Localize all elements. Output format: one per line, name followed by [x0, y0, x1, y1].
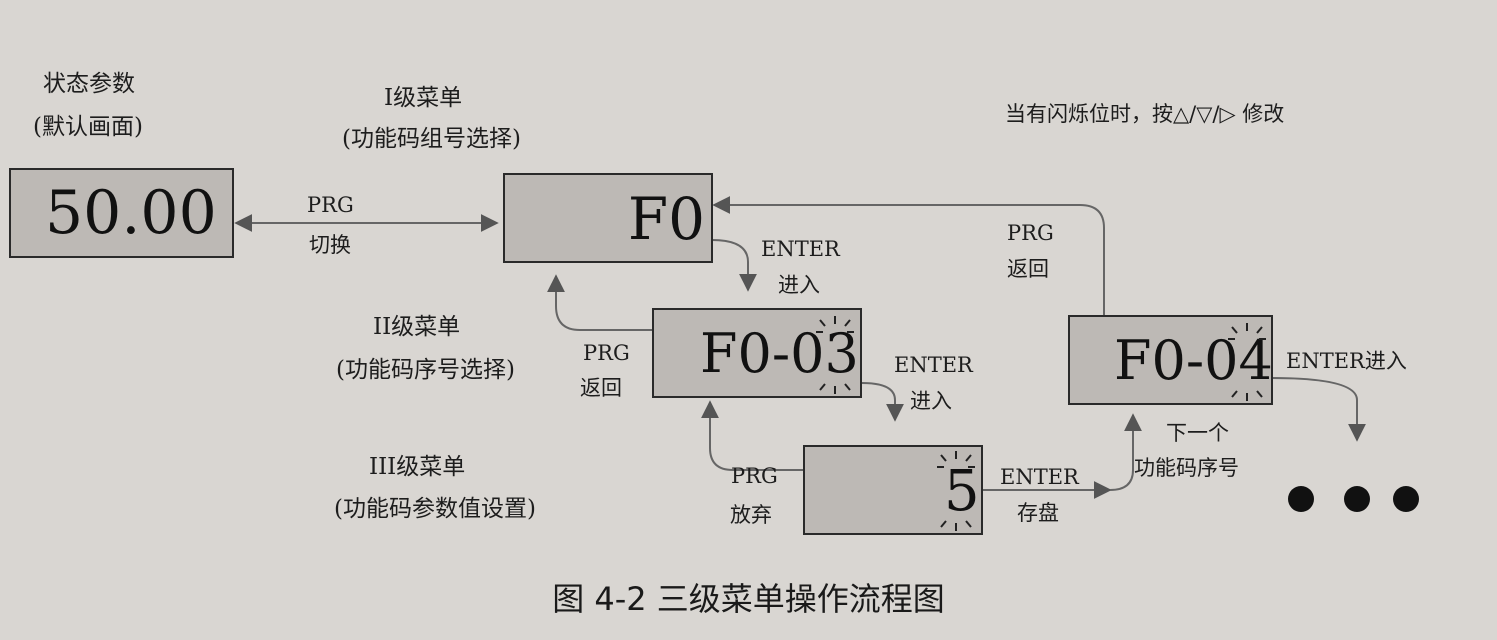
- enter-next-label: ENTER进入: [1286, 349, 1407, 373]
- blink-indicator-icon: [816, 316, 854, 394]
- status-display-value: 50.00: [45, 178, 217, 248]
- status-display-box: 50.00: [9, 168, 234, 258]
- ellipsis-dot: [1288, 486, 1314, 512]
- ellipsis-dot: [1393, 486, 1419, 512]
- level3-display-box: 5: [803, 445, 983, 535]
- level2-display-value: F0-03: [700, 322, 859, 385]
- prg-back-arrow-2: [712, 196, 1105, 315]
- prg-abandon-arrow: [701, 400, 803, 471]
- enter-save-action: 存盘: [1017, 501, 1059, 525]
- next-blink-digit: 4: [1238, 329, 1273, 392]
- prg-back2-action: 返回: [1007, 257, 1049, 281]
- enter-save-key: ENTER: [1000, 465, 1079, 489]
- prg-switch-action: 切换: [309, 233, 351, 257]
- next-display-value: F0-04: [1114, 329, 1273, 392]
- next-seq-line2: 功能码序号: [1134, 456, 1239, 480]
- status-param-subtitle: (默认画面): [33, 114, 143, 140]
- enter2-action: 进入: [910, 389, 952, 413]
- next-seq-arrow: [1109, 413, 1142, 491]
- enter1-action: 进入: [778, 273, 820, 297]
- level2-subtitle: (功能码序号选择): [336, 357, 515, 383]
- prg-switch-key: PRG: [307, 193, 354, 217]
- enter2-key: ENTER: [894, 353, 973, 377]
- prg-back2-key: PRG: [1007, 221, 1054, 245]
- level2-display-box: F0-03: [652, 308, 862, 398]
- modify-hint: 当有闪烁位时，按△/▽/▷ 修改: [1005, 102, 1285, 126]
- enter-next-arrow: [1271, 377, 1366, 442]
- next-display-box: F0-04: [1068, 315, 1273, 405]
- level1-display-box: F0: [503, 173, 713, 263]
- next-display-prefix: F0-0: [1114, 329, 1239, 392]
- level3-display-value: 5: [944, 459, 980, 524]
- prg-back1-action: 返回: [580, 376, 622, 400]
- figure-caption: 图 4-2 三级菜单操作流程图: [552, 580, 945, 618]
- blink-indicator-icon: [937, 451, 975, 531]
- prg-back-arrow-1: [547, 274, 652, 331]
- enter-arrow-2: [861, 382, 904, 422]
- level3-title: III级菜单: [369, 454, 466, 480]
- level1-title: I级菜单: [384, 85, 463, 111]
- level3-subtitle: (功能码参数值设置): [334, 496, 536, 522]
- level2-display-prefix: F0-0: [700, 322, 825, 385]
- enter-arrow-1: [711, 239, 757, 292]
- next-seq-line1: 下一个: [1166, 421, 1229, 445]
- ellipsis-dot: [1344, 486, 1370, 512]
- level1-display-value: F0: [627, 185, 705, 253]
- enter1-key: ENTER: [761, 237, 840, 261]
- prg-abandon-key: PRG: [731, 464, 778, 488]
- status-param-title: 状态参数: [43, 71, 135, 97]
- prg-back1-key: PRG: [583, 341, 630, 365]
- prg-abandon-action: 放弃: [730, 503, 772, 527]
- blink-indicator-icon: [1228, 323, 1266, 401]
- level2-title: II级菜单: [373, 314, 461, 340]
- level1-subtitle: (功能码组号选择): [342, 126, 521, 152]
